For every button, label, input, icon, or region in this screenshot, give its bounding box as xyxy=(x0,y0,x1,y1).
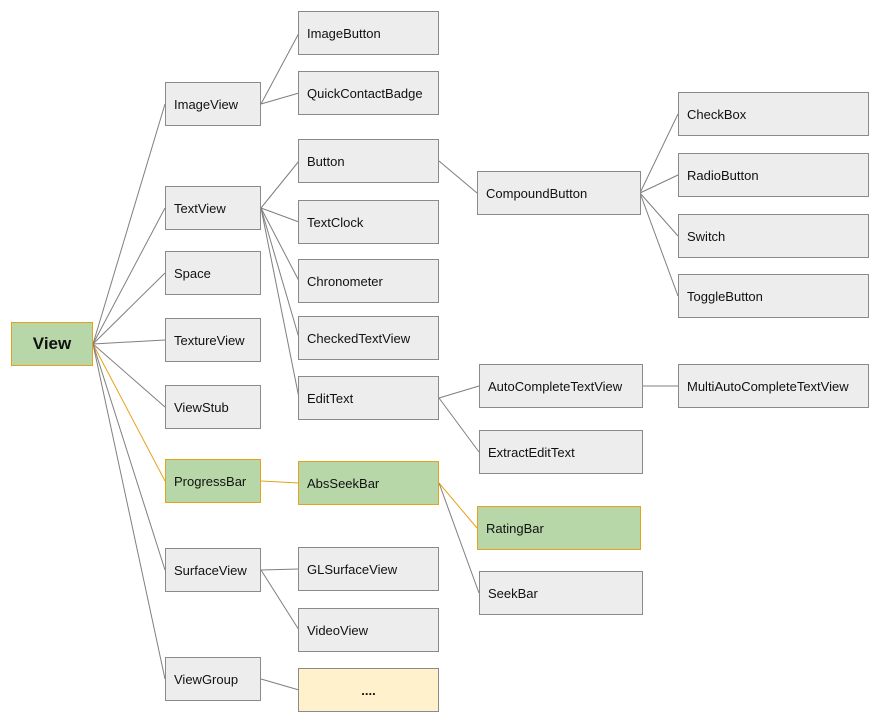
node-space: Space xyxy=(165,251,261,295)
node-progressbar: ProgressBar xyxy=(165,459,261,503)
edge-view-space xyxy=(92,272,166,345)
node-togglebutton: ToggleButton xyxy=(678,274,869,318)
edge-view-progressbar xyxy=(92,343,166,482)
node-imagebutton: ImageButton xyxy=(298,11,439,55)
edge-imageview-quickcontactbadge xyxy=(260,92,300,105)
edge-view-surfaceview xyxy=(92,343,166,571)
edge-view-imageview xyxy=(92,103,166,345)
node-textureview: TextureView xyxy=(165,318,261,362)
node-switch: Switch xyxy=(678,214,869,258)
node-surfaceview: SurfaceView xyxy=(165,548,261,592)
edge-viewgroup-more xyxy=(260,678,300,691)
edge-compoundbutton-switch xyxy=(639,192,679,237)
edge-compoundbutton-togglebutton xyxy=(639,192,679,297)
node-chronometer: Chronometer xyxy=(298,259,439,303)
node-extractedittext: ExtractEditText xyxy=(479,430,643,474)
node-more-placeholder: .... xyxy=(298,668,439,712)
node-multiautocompletetextview: MultiAutoCompleteTextView xyxy=(678,364,869,408)
node-edittext: EditText xyxy=(298,376,439,420)
node-autocompletetextview: AutoCompleteTextView xyxy=(479,364,643,408)
node-checkedtextview: CheckedTextView xyxy=(298,316,439,360)
edge-textview-chronometer xyxy=(260,207,300,282)
edge-compoundbutton-radiobutton xyxy=(639,174,679,194)
edge-absseekbar-seekbar xyxy=(438,482,480,594)
node-videoview: VideoView xyxy=(298,608,439,652)
edge-imageview-imagebutton xyxy=(260,32,300,105)
node-viewgroup: ViewGroup xyxy=(165,657,261,701)
edge-surfaceview-glsurfaceview xyxy=(260,568,300,571)
node-textclock: TextClock xyxy=(298,200,439,244)
edge-absseekbar-ratingbar xyxy=(438,482,478,529)
edge-textview-textclock xyxy=(260,207,300,223)
node-view: View xyxy=(11,322,93,366)
edge-view-textureview xyxy=(92,339,166,345)
node-textview: TextView xyxy=(165,186,261,230)
edge-compoundbutton-checkbox xyxy=(639,113,679,194)
edge-view-viewgroup xyxy=(92,343,166,680)
edge-button-compoundbutton xyxy=(438,160,478,194)
node-checkbox: CheckBox xyxy=(678,92,869,136)
edge-view-textview xyxy=(92,207,166,345)
node-quickcontactbadge: QuickContactBadge xyxy=(298,71,439,115)
node-absseekbar: AbsSeekBar xyxy=(298,461,439,505)
edge-textview-checkedtextview xyxy=(260,207,300,339)
node-glsurfaceview: GLSurfaceView xyxy=(298,547,439,591)
node-ratingbar: RatingBar xyxy=(477,506,641,550)
edge-textview-edittext xyxy=(260,207,300,399)
node-button: Button xyxy=(298,139,439,183)
edge-progressbar-absseekbar xyxy=(260,480,300,484)
node-radiobutton: RadioButton xyxy=(678,153,869,197)
node-imageview: ImageView xyxy=(165,82,261,126)
edge-edittext-autocompletetextview xyxy=(438,385,480,399)
edge-view-viewstub xyxy=(92,343,166,408)
node-viewstub: ViewStub xyxy=(165,385,261,429)
node-compoundbutton: CompoundButton xyxy=(477,171,641,215)
node-seekbar: SeekBar xyxy=(479,571,643,615)
edge-textview-button xyxy=(260,160,300,209)
edge-surfaceview-videoview xyxy=(260,569,300,631)
edge-edittext-extractedittext xyxy=(438,397,480,453)
